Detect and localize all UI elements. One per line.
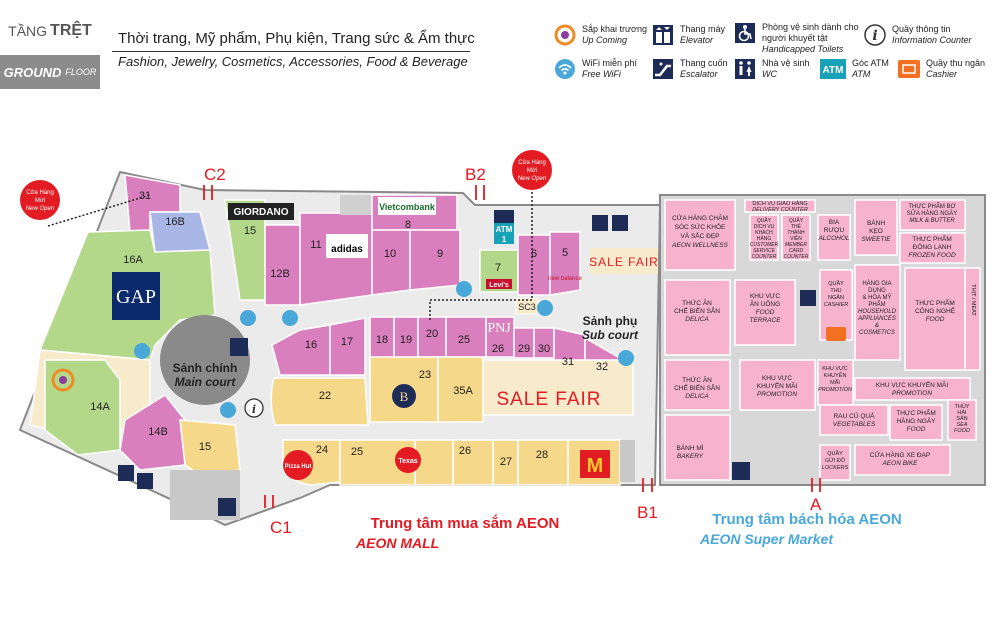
legend-info-vi: Quầy thông tin — [892, 24, 951, 34]
floor-name-en: GROUND — [3, 64, 62, 80]
service-room-c1 — [170, 470, 240, 520]
legend-handicapped-en: Handicapped Toilets — [762, 44, 844, 54]
store-12b[interactable] — [264, 224, 301, 306]
store-23[interactable] — [369, 356, 439, 423]
category-en: Fashion, Jewelry, Cosmetics, Accessories… — [118, 54, 468, 69]
store-10[interactable] — [371, 229, 411, 296]
legend-info-en: Information Counter — [892, 35, 972, 45]
store-25b[interactable] — [339, 439, 416, 486]
store-29[interactable] — [513, 327, 535, 359]
store-35a[interactable] — [437, 356, 484, 423]
floor-suffix-en: FLOOR — [65, 67, 97, 77]
legend-wc-vi: Nhà vệ sinh — [762, 58, 810, 68]
store-6[interactable] — [517, 234, 551, 296]
store-20[interactable] — [417, 316, 447, 358]
legend-elevator-en: Elevator — [680, 35, 714, 45]
legend-elevator-vi: Thang máy — [680, 24, 726, 34]
wc-icon — [734, 58, 756, 80]
atm-icon: ATM — [820, 58, 846, 80]
store-9[interactable] — [409, 229, 461, 291]
legend-handicapped-vi: Phòng vệ sinh dành cho người khuyết tật — [762, 22, 859, 43]
sale-fair-area[interactable] — [482, 359, 634, 416]
store-mcdonalds[interactable] — [567, 439, 621, 486]
store-28[interactable] — [517, 439, 569, 486]
store-7[interactable] — [479, 249, 519, 293]
legend-escalator-vi: Thang cuốn — [680, 58, 728, 68]
category-divider — [112, 51, 470, 52]
floor-name-vi: TRỆT — [50, 22, 92, 39]
legend-wc-en: WC — [762, 69, 777, 79]
store-26b[interactable] — [452, 439, 494, 486]
info-icon: i — [864, 24, 886, 46]
main-court — [160, 315, 250, 405]
store-26a[interactable] — [485, 316, 515, 358]
store-11[interactable] — [299, 212, 373, 306]
store-30[interactable] — [533, 327, 555, 359]
service-room-b1 — [620, 440, 635, 482]
store-22[interactable] — [270, 377, 369, 426]
store-17[interactable] — [329, 317, 366, 376]
wheelchair-icon — [734, 22, 756, 44]
svg-text:ATM: ATM — [823, 65, 844, 76]
cashier-icon — [898, 58, 920, 80]
floor-prefix: TẦNG — [8, 23, 48, 39]
legend-atm-vi: Góc ATM — [852, 58, 889, 68]
escalator-icon — [652, 58, 674, 80]
legend-cashier-en: Cashier — [926, 69, 958, 79]
store-5[interactable] — [549, 231, 581, 296]
store-25a[interactable] — [445, 316, 487, 358]
legend-upcoming-en: Up Coming — [582, 35, 628, 45]
legend-escalator-en: Escalator — [680, 69, 718, 79]
store-25-annex[interactable] — [414, 439, 454, 486]
store-sc3[interactable] — [515, 297, 539, 315]
legend-wifi-vi: WiFi miễn phí — [582, 58, 638, 68]
legend-cashier-vi: Quầy thu ngân — [926, 58, 986, 68]
svg-text:i: i — [872, 28, 877, 44]
store-16b[interactable] — [149, 211, 211, 253]
category-vi: Thời trang, Mỹ phẩm, Phụ kiện, Trang sức… — [118, 30, 475, 47]
service-room — [340, 195, 372, 215]
wifi-icon — [554, 58, 576, 80]
elevator-icon — [652, 24, 674, 46]
legend-wifi-en: Free WiFi — [582, 69, 621, 79]
store-24[interactable] — [282, 439, 341, 486]
legend-atm-en: ATM — [852, 69, 871, 79]
legend-upcoming-vi: Sắp khai trương — [582, 24, 647, 34]
upcoming-icon — [554, 24, 576, 46]
store-8[interactable] — [371, 194, 458, 231]
store-27[interactable] — [492, 439, 519, 486]
